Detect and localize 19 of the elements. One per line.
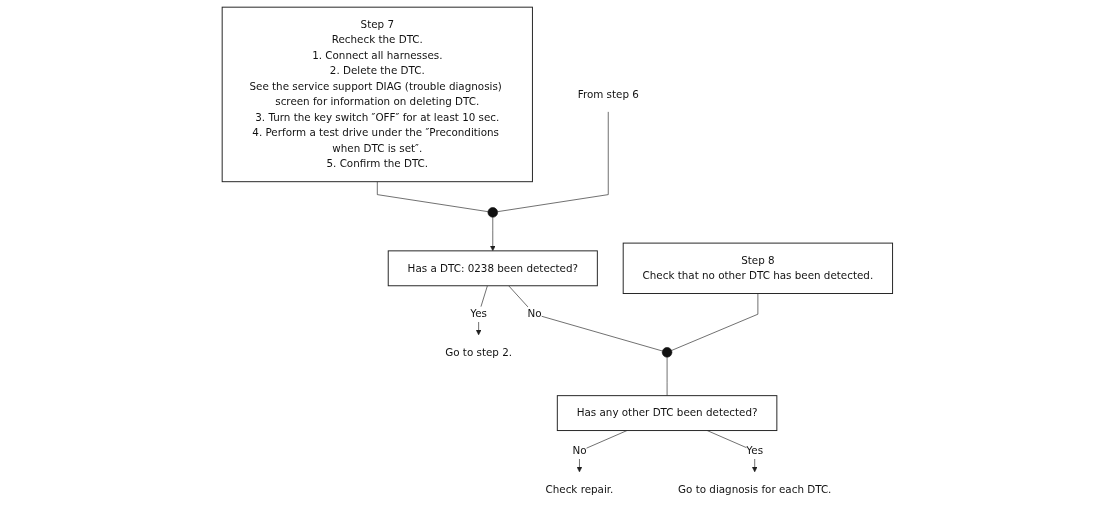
connector <box>666 356 668 396</box>
edge-label: No <box>572 444 587 458</box>
node-circle <box>661 347 672 358</box>
connector <box>507 285 663 352</box>
connector <box>376 181 488 212</box>
node-text: Check repair. <box>545 482 614 496</box>
node-circle <box>487 207 498 218</box>
node-box: Step 8 Check that no other DTC has been detected. <box>622 242 893 294</box>
connector <box>670 293 758 351</box>
edge-label: Yes <box>745 444 763 458</box>
node-box: Has a DTC: 0238 been detected? <box>387 250 598 287</box>
edge-label: No <box>527 307 542 321</box>
edge-label: Yes <box>469 307 487 321</box>
node-box: Step 7 Recheck the DTC. 1. Connect all harnesses. 2. Delete the DTC. See the service support DIAG (trouble diagnosis) screen for information on deleting DTC. 3. Turn the key switch ″OFF″ for at least 10 sec. 4. Perform a test drive under the ″Preconditions when DTC is set″. 5. Confirm the DTC. <box>221 6 533 183</box>
node-text: Go to step 2. <box>444 345 512 359</box>
connector <box>496 111 609 212</box>
node-text: From step 6 <box>577 87 639 101</box>
node-text: Go to diagnosis for each DTC. <box>677 482 832 496</box>
node-box: Has any other DTC been detected? <box>556 395 777 432</box>
